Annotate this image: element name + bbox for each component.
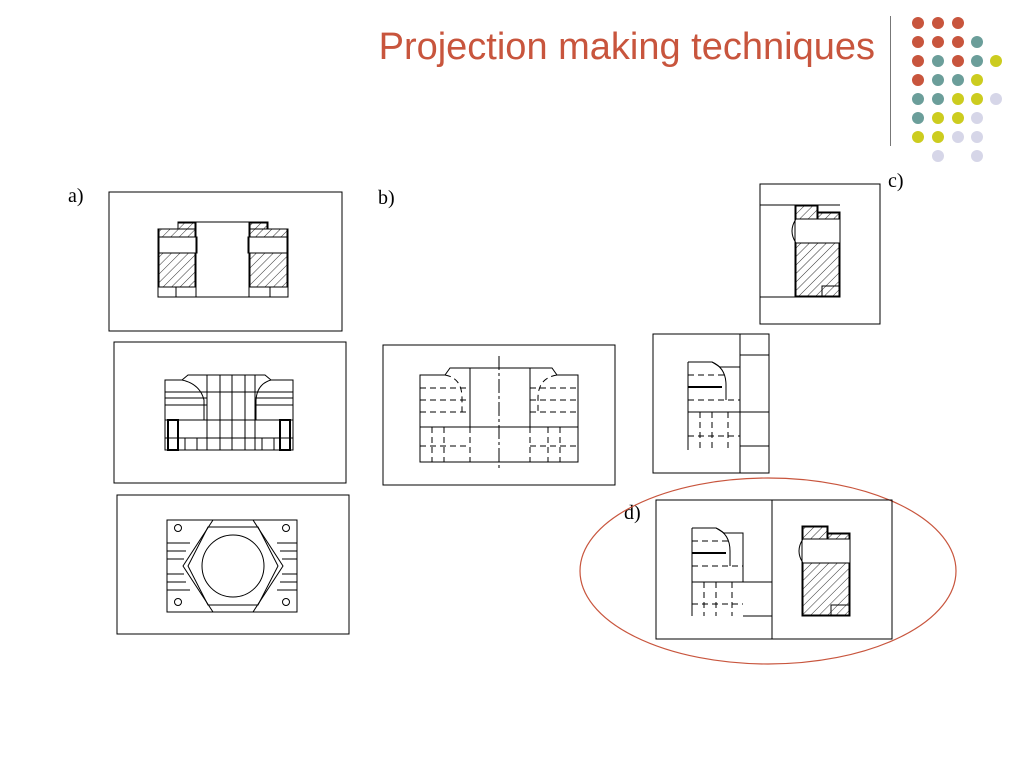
dot <box>952 36 964 48</box>
dot <box>952 131 964 143</box>
panel-a3-plan-view <box>116 494 350 635</box>
dot <box>952 17 964 29</box>
dot <box>990 93 1002 105</box>
label-d: d) <box>624 502 641 524</box>
panel-frame-right <box>771 499 893 640</box>
dot <box>932 74 944 86</box>
dot <box>932 17 944 29</box>
dot <box>932 55 944 67</box>
panel-a2-front-view <box>113 341 347 484</box>
panel-frame <box>113 341 347 484</box>
panel-frame <box>108 191 343 332</box>
dot <box>932 93 944 105</box>
dot <box>912 93 924 105</box>
highlight-ellipse <box>579 477 957 665</box>
slide-title: Projection making techniques <box>378 26 875 68</box>
panel-frame <box>116 494 350 635</box>
dot <box>912 112 924 124</box>
dot <box>932 112 944 124</box>
dot <box>912 36 924 48</box>
title-divider <box>890 16 891 146</box>
dot <box>952 74 964 86</box>
dot <box>932 131 944 143</box>
panel-c2-hidden-half <box>652 333 770 474</box>
label-a: a) <box>68 185 84 207</box>
dot <box>990 55 1002 67</box>
dot <box>932 150 944 162</box>
panel-a1-section-view <box>108 191 343 332</box>
label-c: c) <box>888 170 904 192</box>
dot <box>912 131 924 143</box>
dot <box>952 93 964 105</box>
dot <box>971 112 983 124</box>
label-b: b) <box>378 187 395 209</box>
dot <box>952 55 964 67</box>
panel-frame <box>759 183 881 325</box>
dot <box>971 74 983 86</box>
panel-b-hidden-line-view <box>382 344 616 486</box>
dot <box>912 74 924 86</box>
panel-c1-half-section <box>759 183 881 325</box>
dot <box>932 36 944 48</box>
dot <box>971 131 983 143</box>
dot <box>952 112 964 124</box>
dot <box>971 36 983 48</box>
dot <box>971 150 983 162</box>
panel-frame <box>382 344 616 486</box>
dot <box>912 17 924 29</box>
decorative-dot-grid <box>912 17 1002 162</box>
panel-frame <box>652 333 770 474</box>
panel-frame-left <box>655 499 773 640</box>
panel-d-combined-view <box>579 477 957 665</box>
dot <box>971 55 983 67</box>
dot <box>912 55 924 67</box>
dot <box>971 93 983 105</box>
